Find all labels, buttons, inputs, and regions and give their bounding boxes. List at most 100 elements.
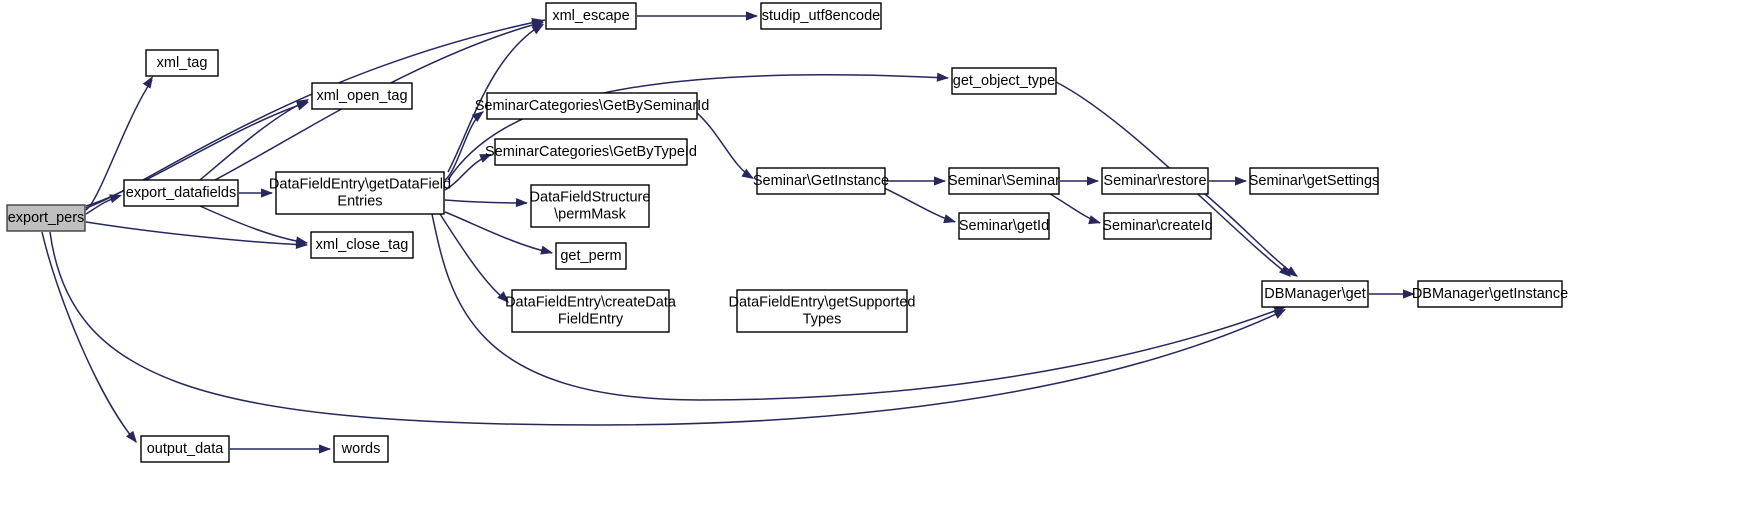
arrow-head-icon xyxy=(1403,289,1415,299)
node-Seminar_createId[interactable]: Seminar\createId xyxy=(1102,212,1213,240)
edge-output_data-to-words xyxy=(230,444,331,454)
arrow-head-icon xyxy=(1088,215,1101,225)
arrow-head-icon xyxy=(1235,176,1247,186)
edge-Seminar_Seminar-to-Seminar_restore xyxy=(1059,176,1099,186)
node-box[interactable] xyxy=(145,49,219,77)
node-box[interactable] xyxy=(948,167,1060,195)
arrow-head-icon xyxy=(540,245,553,255)
node-box[interactable] xyxy=(736,289,908,333)
edge-line xyxy=(444,111,484,181)
edge-getDataFieldEntries-to-get_perm xyxy=(444,211,553,255)
arrow-head-icon xyxy=(936,72,949,82)
arrow-head-icon xyxy=(261,188,273,198)
node-box[interactable] xyxy=(311,82,413,110)
node-box[interactable] xyxy=(756,167,886,195)
node-DBManager_getInstance[interactable]: DBManager\getInstance xyxy=(1412,280,1568,308)
node-box[interactable] xyxy=(545,2,637,30)
node-box[interactable] xyxy=(310,231,414,259)
edge-line xyxy=(199,99,309,181)
edge-line xyxy=(689,106,754,179)
arrow-head-icon xyxy=(479,154,492,163)
node-box[interactable] xyxy=(760,2,882,30)
node-words[interactable]: words xyxy=(333,435,389,463)
arrow-head-icon xyxy=(296,99,309,109)
node-box[interactable] xyxy=(486,92,698,120)
node-box[interactable] xyxy=(555,242,627,270)
edge-line xyxy=(85,221,308,246)
edge-getDataFieldEntries-to-permMask xyxy=(444,197,528,208)
arrow-head-icon xyxy=(746,11,758,21)
node-box[interactable] xyxy=(1249,167,1379,195)
edge-export_pers-to-output_data xyxy=(41,231,137,443)
node-box[interactable] xyxy=(511,289,670,333)
node-xml_close_tag[interactable]: xml_close_tag xyxy=(310,231,414,259)
arrow-head-icon xyxy=(943,214,956,224)
edge-line xyxy=(49,231,1286,426)
edge-getDataFieldEntries-to-DBManager_get xyxy=(431,213,1286,401)
node-box[interactable] xyxy=(1103,212,1212,240)
edge-line xyxy=(444,211,553,254)
edge-getBySeminarId-to-Seminar_GetInstance xyxy=(689,106,754,179)
arrow-head-icon xyxy=(515,197,528,208)
node-studip_utf8encode[interactable]: studip_utf8encode xyxy=(760,2,882,30)
node-xml_tag[interactable]: xml_tag xyxy=(145,49,219,77)
edge-Seminar_restore-to-DBManager_get xyxy=(1199,189,1298,277)
node-Seminar_restore[interactable]: Seminar\restore xyxy=(1101,167,1209,195)
arrow-head-icon xyxy=(1285,266,1298,277)
node-Seminar_getSettings[interactable]: Seminar\getSettings xyxy=(1249,167,1380,195)
node-get_perm[interactable]: get_perm xyxy=(555,242,627,270)
edge-line xyxy=(447,23,544,173)
node-box[interactable] xyxy=(140,435,230,463)
arrow-head-icon xyxy=(531,24,544,35)
node-xml_escape[interactable]: xml_escape xyxy=(545,2,637,30)
node-DBManager_get[interactable]: DBManager\get xyxy=(1261,280,1369,308)
edge-line xyxy=(1199,189,1298,277)
edge-getDataFieldEntries-to-createDataFieldEntry xyxy=(439,213,509,303)
node-get_object_type[interactable]: get_object_type xyxy=(951,67,1057,95)
node-box[interactable] xyxy=(333,435,389,463)
node-box[interactable] xyxy=(1261,280,1369,308)
edge-Seminar_GetInstance-to-Seminar_getId xyxy=(883,187,956,224)
arrow-head-icon xyxy=(295,236,308,246)
arrow-head-icon xyxy=(319,444,331,454)
node-Seminar_getId[interactable]: Seminar\getId xyxy=(958,212,1050,240)
node-box[interactable] xyxy=(951,67,1057,95)
node-box[interactable] xyxy=(958,212,1050,240)
arrow-head-icon xyxy=(125,430,137,443)
edge-line xyxy=(439,213,509,303)
node-box[interactable] xyxy=(530,184,650,228)
node-Seminar_GetInstance[interactable]: Seminar\GetInstance xyxy=(753,167,889,195)
edge-export_datafields-to-xml_open_tag xyxy=(199,99,309,181)
edge-line xyxy=(85,101,309,207)
node-xml_open_tag[interactable]: xml_open_tag xyxy=(311,82,413,110)
node-export_datafields[interactable]: export_datafields xyxy=(123,179,239,207)
arrow-head-icon xyxy=(497,291,509,303)
node-getBySeminarId[interactable]: SeminarCategories\GetBySeminarId xyxy=(475,92,710,120)
edge-line xyxy=(444,199,528,204)
edge-line xyxy=(41,231,137,443)
node-box[interactable] xyxy=(123,179,239,207)
node-box[interactable] xyxy=(275,171,445,215)
node-box[interactable] xyxy=(1101,167,1209,195)
arrow-head-icon xyxy=(142,76,153,89)
arrow-head-icon xyxy=(934,176,946,186)
node-box[interactable] xyxy=(1417,280,1563,308)
arrow-head-icon xyxy=(1273,306,1286,316)
edge-export_datafields-to-getDataFieldEntries xyxy=(239,188,273,198)
node-export_pers[interactable]: export_pers xyxy=(6,204,86,232)
arrow-head-icon xyxy=(741,168,754,179)
arrow-head-icon xyxy=(471,111,484,123)
node-box[interactable] xyxy=(6,204,86,232)
edge-xml_escape-to-studip_utf8encode xyxy=(637,11,758,21)
node-output_data[interactable]: output_data xyxy=(140,435,230,463)
node-permMask[interactable]: DataFieldStructure\permMask xyxy=(530,184,651,228)
node-box[interactable] xyxy=(494,138,688,166)
node-Seminar_Seminar[interactable]: Seminar\Seminar xyxy=(948,167,1060,195)
node-getByTypeId[interactable]: SeminarCategories\GetByTypeId xyxy=(485,138,697,166)
edge-line xyxy=(431,213,1286,401)
